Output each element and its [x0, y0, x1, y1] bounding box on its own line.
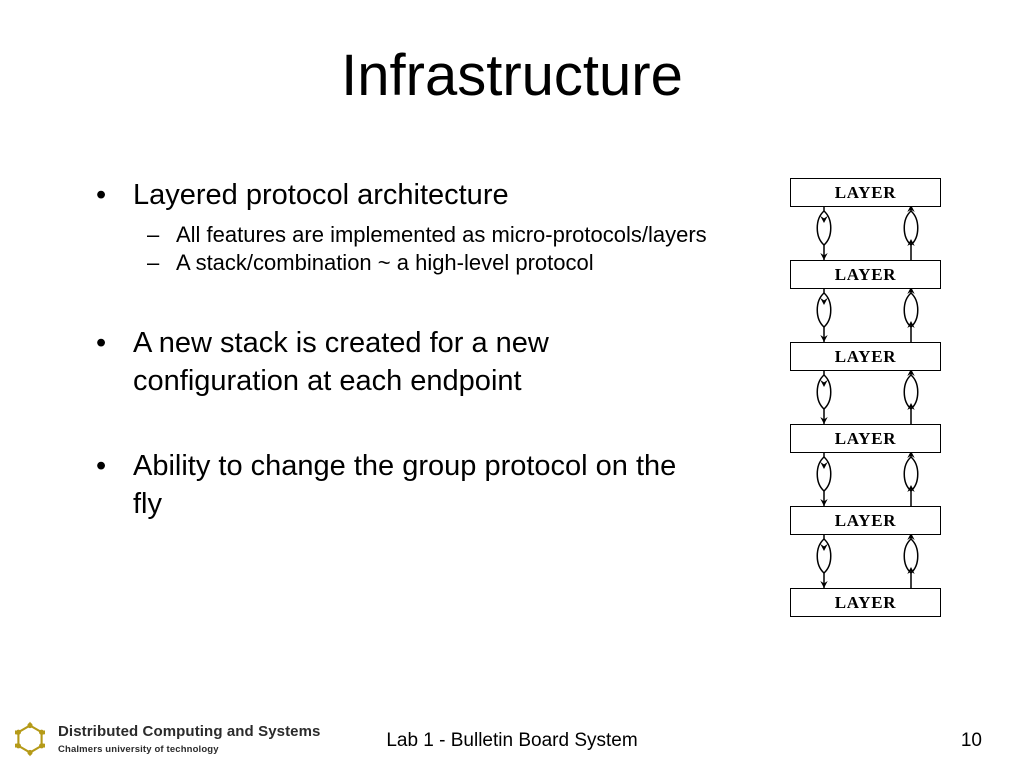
chalmers-logo-text: Distributed Computing and Systems Chalme…: [58, 724, 321, 756]
layer-connector-row: [790, 285, 941, 346]
sub-bullet-item-stack-combination: – A stack/combination ~ a high-level pro…: [92, 249, 712, 278]
dash-marker-icon: –: [147, 250, 160, 276]
logo-line-secondary: Chalmers university of technology: [58, 744, 219, 755]
layer-box-label: LAYER: [834, 265, 897, 284]
bullet-text: Ability to change the group protocol on …: [133, 449, 677, 521]
footer-title: Lab 1 - Bulletin Board System: [386, 730, 638, 751]
layered-protocol-stack-diagram: LAYER LAYER LAYER LAYER LAYER LAYER: [790, 178, 942, 624]
slide-page-number: 10: [960, 730, 982, 751]
layer-box: LAYER: [790, 588, 941, 617]
layer-box-label: LAYER: [834, 183, 897, 202]
sub-bullet-item-micro-protocols: – All features are implemented as micro-…: [92, 221, 712, 250]
upward-flow-connector-icon: [896, 449, 926, 510]
bullet-group-3: • Ability to change the group protocol o…: [92, 447, 712, 524]
layer-box: LAYER: [790, 260, 941, 289]
bullet-group-2: • A new stack is created for a new confi…: [92, 324, 712, 401]
bullet-item-change-protocol-on-the-fly: • Ability to change the group protocol o…: [92, 447, 712, 524]
downward-flow-connector-icon: [809, 531, 839, 592]
upward-flow-connector-icon: [896, 203, 926, 264]
layer-box: LAYER: [790, 506, 941, 535]
layer-connector-row: [790, 203, 941, 264]
layer-box-label: LAYER: [834, 429, 897, 448]
bullet-marker-icon: •: [96, 179, 107, 211]
spacer: [92, 401, 712, 447]
layer-box: LAYER: [790, 178, 941, 207]
layer-connector-row: [790, 449, 941, 510]
layer-connector-row: [790, 531, 941, 592]
upward-flow-connector-icon: [896, 531, 926, 592]
downward-flow-connector-icon: [809, 285, 839, 346]
chalmers-hex-emblem-icon: [10, 720, 50, 760]
spacer: [92, 278, 712, 324]
chalmers-logo: Distributed Computing and Systems Chalme…: [10, 720, 321, 760]
layer-box-label: LAYER: [834, 347, 897, 366]
upward-flow-connector-icon: [896, 285, 926, 346]
sub-bullet-text: A stack/combination ~ a high-level proto…: [176, 250, 594, 276]
layer-connector-row: [790, 367, 941, 428]
bullet-item-new-stack-per-configuration: • A new stack is created for a new confi…: [92, 324, 712, 401]
downward-flow-connector-icon: [809, 367, 839, 428]
bullet-text: A new stack is created for a new configu…: [133, 326, 549, 398]
dash-marker-icon: –: [147, 221, 160, 247]
layer-box-label: LAYER: [834, 511, 897, 530]
bullet-marker-icon: •: [96, 449, 107, 482]
bullet-text: Layered protocol architecture: [133, 179, 509, 211]
bullet-group-1: • Layered protocol architecture – All fe…: [92, 176, 712, 278]
logo-line-primary: Distributed Computing and Systems: [58, 723, 321, 740]
downward-flow-connector-icon: [809, 449, 839, 510]
layer-box: LAYER: [790, 424, 941, 453]
page-title: Infrastructure: [341, 43, 683, 108]
upward-flow-connector-icon: [896, 367, 926, 428]
sub-bullet-text: All features are implemented as micro-pr…: [176, 221, 707, 247]
slide-body: • Layered protocol architecture – All fe…: [92, 176, 712, 524]
layer-box-label: LAYER: [834, 593, 897, 612]
bullet-item-layered-protocol-architecture: • Layered protocol architecture: [92, 176, 712, 215]
layer-box: LAYER: [790, 342, 941, 371]
downward-flow-connector-icon: [809, 203, 839, 264]
bullet-marker-icon: •: [96, 326, 107, 359]
